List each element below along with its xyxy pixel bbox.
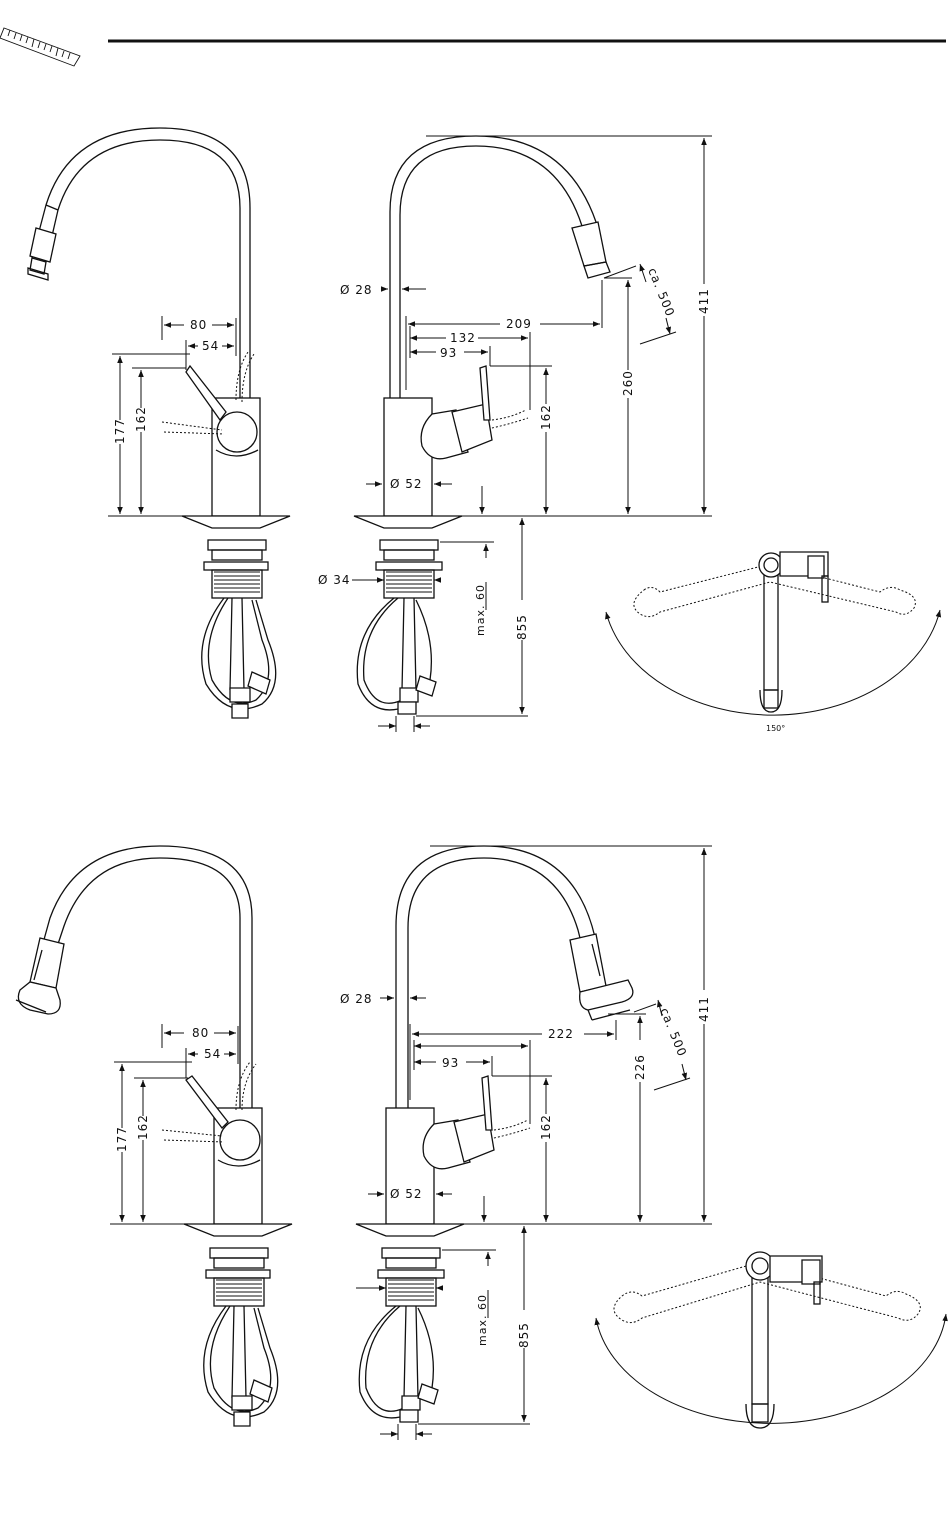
lower-side-dim-162: 162 bbox=[136, 1114, 150, 1140]
lower-front-dim-93: 93 bbox=[442, 1056, 459, 1070]
upper-front-dia28: Ø 28 bbox=[340, 283, 373, 297]
lower-front-dim-411: 411 bbox=[697, 996, 711, 1022]
lower-front-dims bbox=[356, 846, 712, 1440]
upper-front-dia34: Ø 34 bbox=[318, 573, 351, 587]
lower-front-max60: max. 60 bbox=[476, 1294, 489, 1346]
lower-side-dim-177: 177 bbox=[115, 1126, 129, 1152]
upper-front-dims bbox=[352, 136, 712, 732]
upper-front-max60: max. 60 bbox=[474, 584, 487, 636]
lower-front-dia28: Ø 28 bbox=[340, 992, 373, 1006]
upper-side-dim-54: 54 bbox=[202, 339, 219, 353]
upper-side-dim-177: 177 bbox=[113, 418, 127, 444]
upper-front-ca500: ca. 500 bbox=[645, 266, 677, 319]
lower-front-dim-162: 162 bbox=[539, 1114, 553, 1140]
ruler-icon bbox=[0, 28, 80, 66]
upper-side-view bbox=[28, 128, 290, 718]
upper-side-dim-80: 80 bbox=[190, 318, 207, 332]
upper-front-dim-209: 209 bbox=[506, 317, 532, 331]
lower-front-dia52: Ø 52 bbox=[390, 1187, 423, 1201]
lower-front-dim-222: 222 bbox=[548, 1027, 574, 1041]
upper-front-dia52: Ø 52 bbox=[390, 477, 423, 491]
upper-front-dim-93: 93 bbox=[440, 346, 457, 360]
lower-front-dim-226: 226 bbox=[633, 1054, 647, 1080]
lower-side-view bbox=[16, 846, 292, 1426]
upper-front-dim-132: 132 bbox=[450, 331, 476, 345]
upper-top-view bbox=[606, 552, 940, 715]
upper-top-angle: 150° bbox=[766, 724, 785, 733]
lower-front-view bbox=[356, 846, 633, 1422]
upper-front-dim-162: 162 bbox=[539, 404, 553, 430]
lower-front-dim-855: 855 bbox=[517, 1322, 531, 1348]
lower-front-ca500: ca. 500 bbox=[657, 1006, 689, 1059]
lower-side-dim-80: 80 bbox=[192, 1026, 209, 1040]
lower-side-dim-54: 54 bbox=[204, 1047, 221, 1061]
upper-front-dim-855: 855 bbox=[515, 614, 529, 640]
upper-front-dim-411: 411 bbox=[697, 288, 711, 314]
upper-side-dim-162: 162 bbox=[134, 406, 148, 432]
lower-top-view bbox=[596, 1252, 946, 1428]
upper-front-dim-260: 260 bbox=[621, 370, 635, 396]
